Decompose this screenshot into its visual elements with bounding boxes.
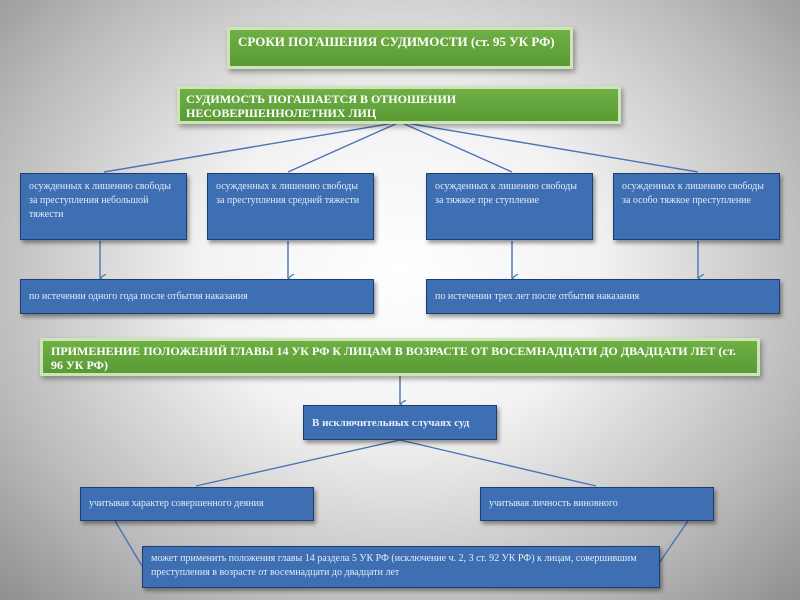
category-text-1: осужденных к лишению свободы за преступл… (29, 181, 171, 220)
title-text: СРОКИ ПОГАШЕНИЯ СУДИМОСТИ (ст. 95 УК РФ) (238, 34, 555, 49)
category-box-4: осужденных к лишению свободы за особо тя… (613, 173, 780, 240)
connector-top-2 (287, 121, 401, 173)
connector-right-result (656, 520, 689, 567)
outcome-text-2: по истечении трех лет после отбытия нака… (435, 290, 640, 302)
category-text-3: осужденных к лишению свободы за тяжкое п… (435, 181, 577, 206)
section2-header-box: ПРИМЕНЕНИЕ ПОЛОЖЕНИЙ ГЛАВЫ 14 УК РФ К ЛИ… (40, 338, 760, 376)
category-box-2: осужденных к лишению свободы за преступл… (207, 173, 374, 240)
section1-header-text: СУДИМОСТЬ ПОГАШАЕТСЯ В ОТНОШЕНИИ НЕСОВЕР… (186, 92, 457, 120)
connector-top-1 (103, 121, 401, 173)
result-box: может применить положения главы 14 разде… (142, 546, 660, 588)
factor-box-2: учитывая личность виновного (480, 487, 714, 521)
category-box-3: осужденных к лишению свободы за тяжкое п… (426, 173, 593, 240)
court-box: В исключительных случаях суд (303, 405, 497, 440)
court-text: В исключительных случаях суд (312, 416, 470, 429)
section2-header-text: ПРИМЕНЕНИЕ ПОЛОЖЕНИЙ ГЛАВЫ 14 УК РФ К ЛИ… (51, 344, 736, 372)
title-box: СРОКИ ПОГАШЕНИЯ СУДИМОСТИ (ст. 95 УК РФ) (227, 27, 573, 69)
factor-box-1: учитывая характер совершенного деяния (80, 487, 314, 521)
category-text-4: осужденных к лишению свободы за особо тя… (622, 181, 764, 206)
connector-court-right (399, 439, 597, 487)
result-text: может применить положения главы 14 разде… (151, 553, 637, 578)
category-box-1: осужденных к лишению свободы за преступл… (20, 173, 187, 240)
outcome-text-1: по истечении одного года после отбытия н… (29, 290, 248, 302)
section1-header-box: СУДИМОСТЬ ПОГАШАЕТСЯ В ОТНОШЕНИИ НЕСОВЕР… (177, 86, 621, 124)
category-text-2: осужденных к лишению свободы за преступл… (216, 181, 360, 206)
connector-top-4 (399, 121, 699, 173)
connector-left-result (114, 520, 143, 567)
outcome-box-2: по истечении трех лет после отбытия нака… (426, 279, 780, 314)
outcome-box-1: по истечении одного года после отбытия н… (20, 279, 374, 314)
factor-text-2: учитывая личность виновного (489, 498, 618, 509)
connector-top-3 (399, 121, 513, 173)
factor-text-1: учитывая характер совершенного деяния (89, 498, 264, 509)
connector-court-left (195, 439, 401, 487)
